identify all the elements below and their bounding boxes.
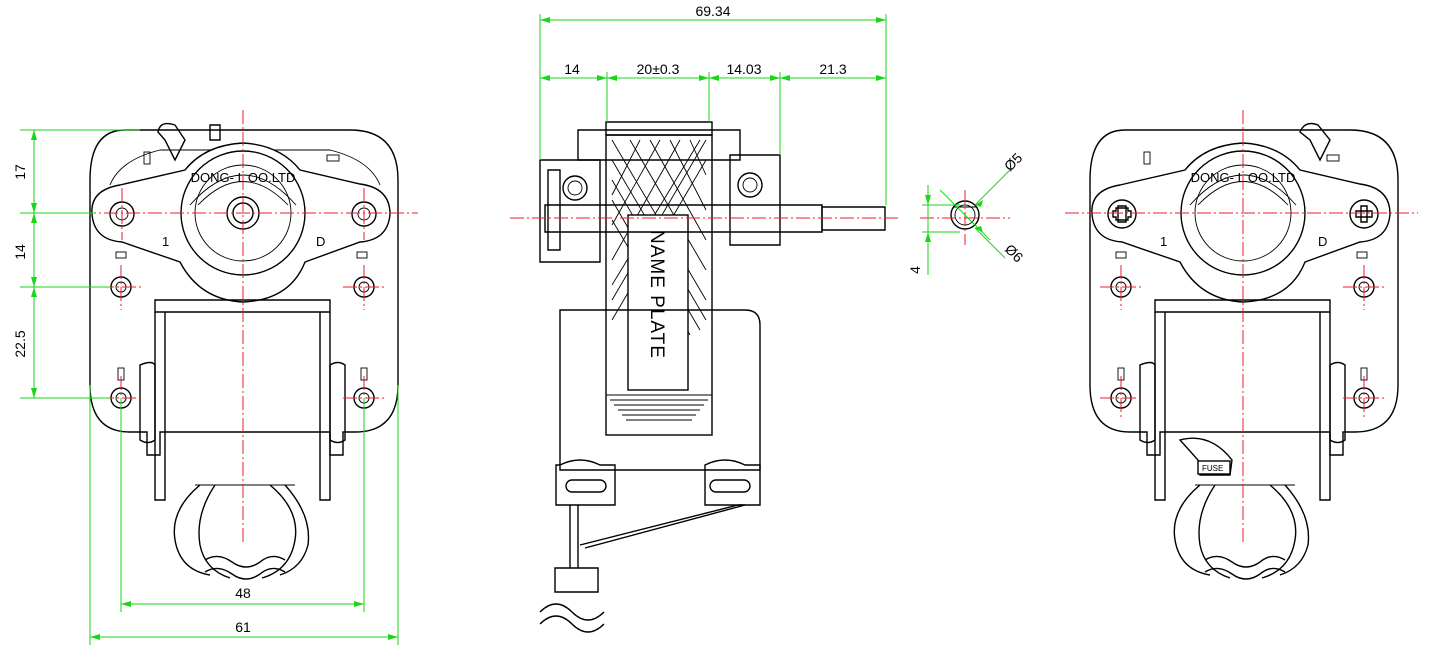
dim-segment-c: 14.03 [726,61,761,77]
front-view: DONG- L OO.LTD 1 D [89,122,399,580]
name-plate [627,214,689,391]
dim-segment-a: 14 [564,61,580,77]
dim-overall-length: 69.34 [695,3,730,19]
mount-slot-right-icon [709,479,751,493]
rear-terminal-d-label: D [1318,234,1327,249]
dim-height-14: 14 [12,244,28,260]
front-terminal-1-label: 1 [162,234,169,249]
right-bearing-icon [737,172,763,198]
dim-height-22-5: 22.5 [12,330,28,357]
front-terminal-d-label: D [316,234,325,249]
dim-segment-d: 21.3 [819,61,846,77]
dim-flat-4: 4 [907,266,923,274]
left-bearing-icon [562,175,588,201]
fuse-box [1197,460,1231,475]
dim-segment-b: 20±0.3 [637,61,680,77]
center-lines [60,110,1418,545]
rear-left-screw-icon [1107,199,1137,229]
dim-height-17: 17 [12,164,28,180]
name-plate-text: NAME PLATE [646,230,667,359]
rear-terminal-1-label: 1 [1160,234,1167,249]
side-view: NAME PLATE [539,121,886,633]
dim-dia-6: Ø6 [1002,241,1027,266]
rear-view: DONG- L OO.LTD 1 D FUSE [1089,122,1399,580]
dimensions: 69.34 14 20±0.3 14.03 21.3 17 14 22.5 48… [12,3,1027,645]
dim-dia-5: Ø5 [1001,149,1026,174]
dim-width-61: 61 [235,619,251,635]
fuse-label: FUSE [1202,464,1223,473]
mount-slot-left-icon [565,479,607,493]
rear-right-screw-icon [1349,199,1379,229]
dim-width-48: 48 [235,585,251,601]
